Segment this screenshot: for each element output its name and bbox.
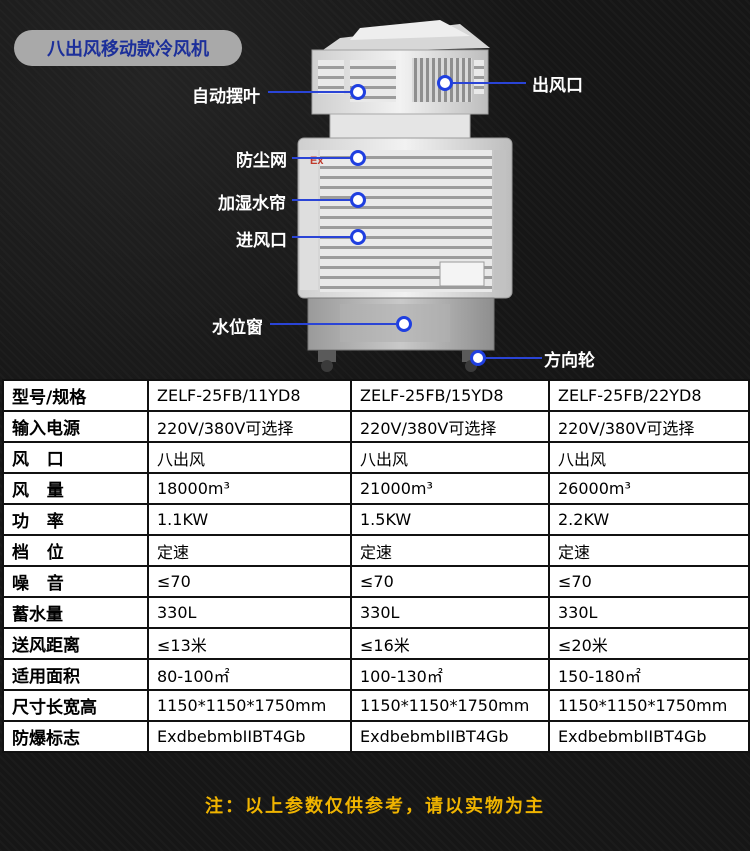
- spec-cell: 80-100㎡: [147, 658, 352, 691]
- roof-cap: [320, 20, 490, 52]
- spec-cell: 330L: [350, 596, 550, 629]
- spec-cell: ≤13米: [147, 627, 352, 660]
- row-label: 功 率: [2, 503, 149, 536]
- callout-wet-curtain: 加湿水帘: [218, 194, 286, 214]
- table-row: 档 位 定速 定速 定速: [2, 534, 750, 567]
- callout-swing-blade: 自动摆叶: [192, 87, 260, 107]
- spec-cell: 1.5KW: [350, 503, 550, 536]
- outlet-head: [311, 49, 489, 115]
- table-row: 蓄水量 330L 330L 330L: [2, 596, 750, 629]
- callout-line-caster: [486, 357, 542, 359]
- spec-cell: ExdbebmbIIBT4Gb: [350, 720, 550, 753]
- callout-air-inlet: 进风口: [236, 231, 287, 251]
- callout-line-water: [270, 323, 396, 325]
- spec-cell: 150-180㎡: [548, 658, 750, 691]
- spec-cell: ExdbebmbIIBT4Gb: [548, 720, 750, 753]
- callout-water-window: 水位窗: [212, 318, 263, 338]
- row-label: 档 位: [2, 534, 149, 567]
- spec-cell: 八出风: [147, 441, 352, 474]
- callout-line-inlet: [292, 236, 352, 238]
- spec-cell: 定速: [548, 534, 750, 567]
- row-label: 蓄水量: [2, 596, 149, 629]
- casters: [318, 350, 480, 372]
- callout-dot-swing: [350, 84, 366, 100]
- table-row: 适用面积 80-100㎡ 100-130㎡ 150-180㎡: [2, 658, 750, 691]
- callout-line-outlet: [452, 82, 526, 84]
- spec-cell: 1150*1150*1750mm: [147, 689, 352, 722]
- spec-cell: 26000m³: [548, 472, 750, 505]
- spec-cell: 100-130㎡: [350, 658, 550, 691]
- spec-cell: 1.1KW: [147, 503, 352, 536]
- callout-dot-water: [396, 316, 412, 332]
- callout-dot-inlet: [350, 229, 366, 245]
- callout-dust-net: 防尘网: [236, 151, 287, 171]
- row-label: 输入电源: [2, 410, 149, 443]
- spec-cell: ≤70: [147, 565, 352, 598]
- table-row: 型号/规格 ZELF-25FB/11YD8 ZELF-25FB/15YD8 ZE…: [2, 379, 750, 412]
- callout-air-outlet: 出风口: [532, 76, 583, 96]
- row-label: 适用面积: [2, 658, 149, 691]
- spec-cell: 18000m³: [147, 472, 352, 505]
- spec-cell: 定速: [350, 534, 550, 567]
- callout-line-curtain: [292, 199, 352, 201]
- spec-cell: ExdbebmbIIBT4Gb: [147, 720, 352, 753]
- spec-cell: 1150*1150*1750mm: [350, 689, 550, 722]
- row-label: 噪 音: [2, 565, 149, 598]
- row-label: 尺寸长宽高: [2, 689, 149, 722]
- spec-cell: 220V/380V可选择: [548, 410, 750, 443]
- page-title: 八出风移动款冷风机: [47, 39, 209, 60]
- callout-line-swing: [268, 91, 356, 93]
- spec-cell: ZELF-25FB/15YD8: [350, 379, 550, 412]
- spec-cell: 220V/380V可选择: [147, 410, 352, 443]
- footer-note: 注：以上参数仅供参考，请以实物为主: [205, 796, 545, 817]
- spec-cell: 定速: [147, 534, 352, 567]
- spec-cell: 220V/380V可选择: [350, 410, 550, 443]
- table-row: 送风距离 ≤13米 ≤16米 ≤20米: [2, 627, 750, 660]
- spec-table: 型号/规格 ZELF-25FB/11YD8 ZELF-25FB/15YD8 ZE…: [2, 379, 750, 753]
- spec-cell: ZELF-25FB/22YD8: [548, 379, 750, 412]
- main-body: [297, 137, 513, 299]
- title-pill: 八出风移动款冷风机: [14, 30, 242, 66]
- neck: [329, 113, 471, 139]
- callout-dot-curtain: [350, 192, 366, 208]
- row-label: 送风距离: [2, 627, 149, 660]
- spec-cell: 330L: [548, 596, 750, 629]
- spec-cell: ≤16米: [350, 627, 550, 660]
- table-row: 防爆标志 ExdbebmbIIBT4Gb ExdbebmbIIBT4Gb Exd…: [2, 720, 750, 753]
- spec-cell: ZELF-25FB/11YD8: [147, 379, 352, 412]
- table-row: 风 量 18000m³ 21000m³ 26000m³: [2, 472, 750, 505]
- spec-cell: ≤70: [350, 565, 550, 598]
- spec-cell: 2.2KW: [548, 503, 750, 536]
- product-illustration: Ex 自动摆叶 出风口 防尘网 加湿水帘 进风口 水位窗 方向轮: [0, 0, 750, 380]
- callout-dot-dust: [350, 150, 366, 166]
- table-row: 风 口 八出风 八出风 八出风: [2, 441, 750, 474]
- spec-cell: 1150*1150*1750mm: [548, 689, 750, 722]
- spec-cell: 21000m³: [350, 472, 550, 505]
- spec-cell: 八出风: [350, 441, 550, 474]
- spec-cell: 330L: [147, 596, 352, 629]
- table-row: 噪 音 ≤70 ≤70 ≤70: [2, 565, 750, 598]
- table-row: 尺寸长宽高 1150*1150*1750mm 1150*1150*1750mm …: [2, 689, 750, 722]
- air-cooler-image: Ex: [297, 20, 513, 372]
- callout-dot-outlet: [437, 75, 453, 91]
- row-label: 风 量: [2, 472, 149, 505]
- callout-dot-caster: [470, 350, 486, 366]
- table-row: 输入电源 220V/380V可选择 220V/380V可选择 220V/380V…: [2, 410, 750, 443]
- spec-cell: ≤20米: [548, 627, 750, 660]
- table-row: 功 率 1.1KW 1.5KW 2.2KW: [2, 503, 750, 536]
- callout-line-dust: [292, 157, 352, 159]
- spec-cell: ≤70: [548, 565, 750, 598]
- row-label: 防爆标志: [2, 720, 149, 753]
- row-label: 风 口: [2, 441, 149, 474]
- callout-caster: 方向轮: [544, 351, 595, 371]
- spec-cell: 八出风: [548, 441, 750, 474]
- row-label: 型号/规格: [2, 379, 149, 412]
